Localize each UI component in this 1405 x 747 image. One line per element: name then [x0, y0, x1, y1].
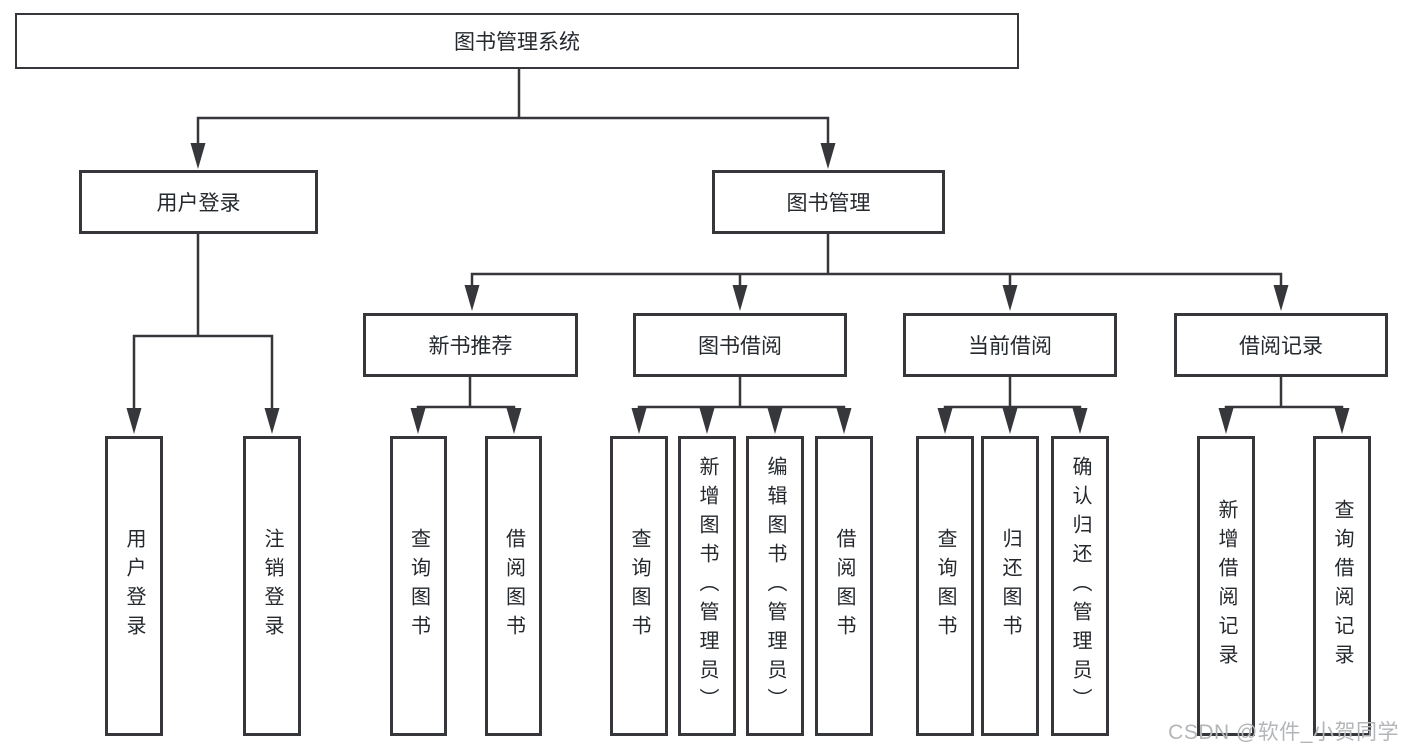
arrow-down-icon [464, 285, 480, 311]
node-cb-confirm-return-admin: 确认归还（管理员） [1051, 436, 1109, 736]
watermark: CSDN @软件_小贺同学 [1168, 721, 1399, 744]
node-bb-query-books: 查询图书 [610, 436, 668, 736]
node-book-borrow: 图书借阅 [633, 313, 847, 377]
arrow-down-icon [410, 408, 426, 434]
node-current-borrow: 当前借阅 [903, 313, 1117, 377]
arrow-down-icon [1002, 408, 1018, 434]
node-new-book-recommend: 新书推荐 [363, 313, 578, 377]
arrow-down-icon [264, 408, 280, 434]
arrow-down-icon [699, 408, 715, 434]
arrow-down-icon [190, 143, 206, 169]
node-login: 用户登录 [105, 436, 163, 736]
node-bb-borrow-books: 借阅图书 [815, 436, 873, 736]
arrow-down-icon [937, 408, 953, 434]
arrow-down-icon [631, 408, 647, 434]
arrow-down-icon [1334, 408, 1350, 434]
arrow-down-icon [126, 408, 142, 434]
node-user-login-branch: 用户登录 [79, 170, 318, 234]
node-rec-query-books: 查询图书 [390, 436, 447, 736]
arrow-down-icon [506, 408, 522, 434]
arrow-down-icon [1273, 285, 1289, 311]
node-root-system: 图书管理系统 [15, 13, 1019, 69]
arrow-down-icon [767, 408, 783, 434]
arrow-down-icon [732, 285, 748, 311]
arrow-down-icon [1072, 408, 1088, 434]
arrow-down-icon [820, 143, 836, 169]
node-bb-add-books-admin: 新增图书（管理员） [678, 436, 736, 736]
arrowhead-icons [126, 143, 1350, 434]
node-br-add-record: 新增借阅记录 [1197, 436, 1255, 736]
arrow-down-icon [1218, 408, 1234, 434]
node-bb-edit-books-admin: 编辑图书（管理员） [746, 436, 804, 736]
node-cb-query-books: 查询图书 [916, 436, 974, 736]
node-borrow-records: 借阅记录 [1174, 313, 1388, 377]
node-logout: 注销登录 [243, 436, 301, 736]
node-cb-return-books: 归还图书 [981, 436, 1039, 736]
node-book-mgmt-branch: 图书管理 [712, 170, 945, 234]
arrow-down-icon [836, 408, 852, 434]
node-br-query-record: 查询借阅记录 [1313, 436, 1371, 736]
arrow-down-icon [1002, 285, 1018, 311]
node-rec-borrow-books: 借阅图书 [485, 436, 542, 736]
